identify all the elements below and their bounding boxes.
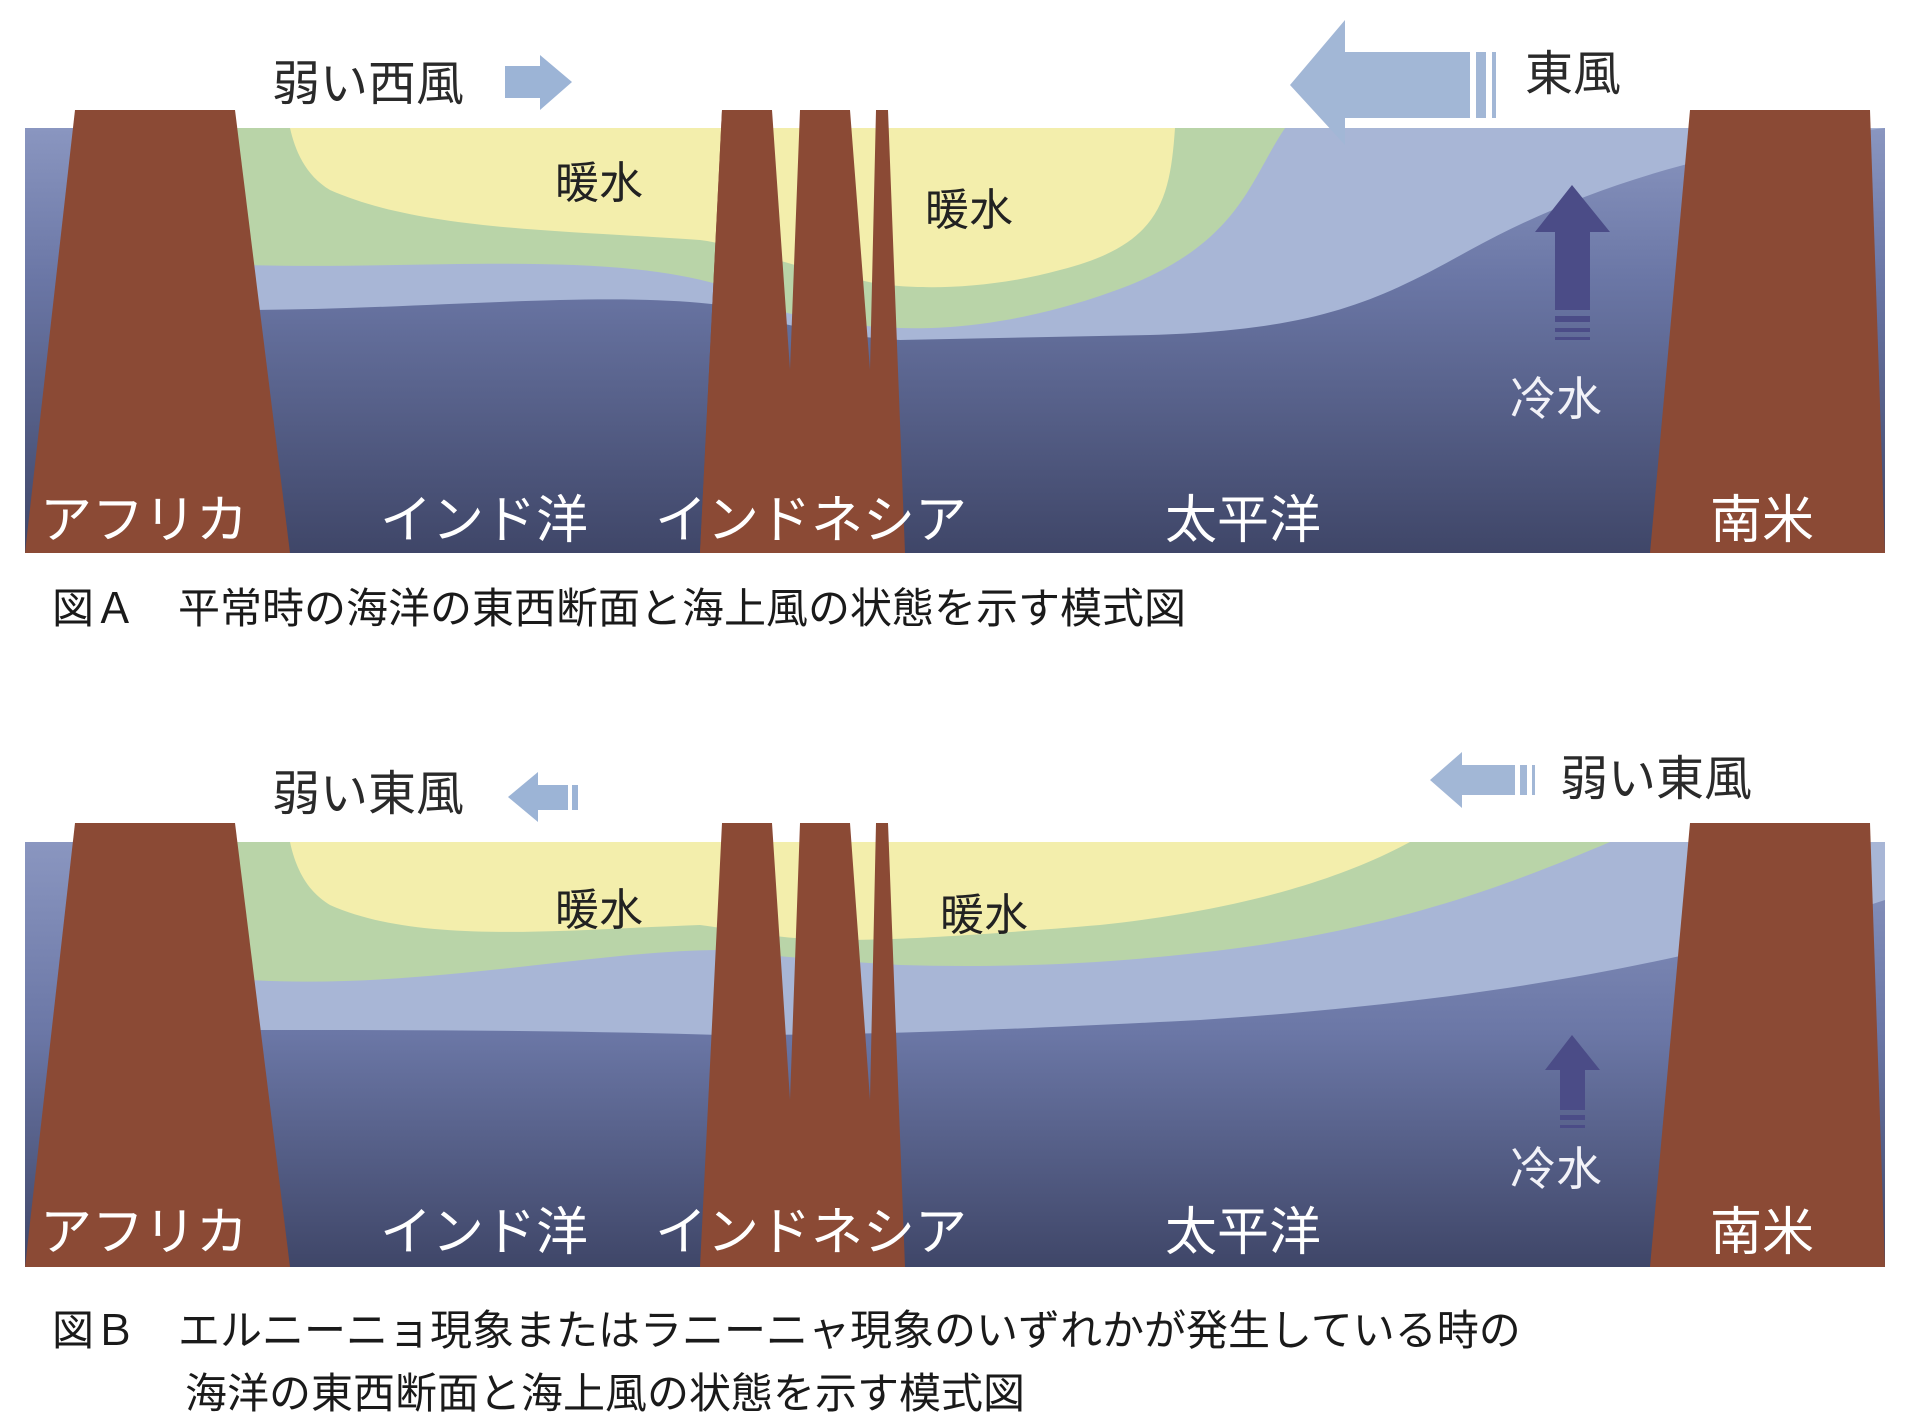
caption-figure-b-line1: 図Ｂ エルニーニョ現象またはラニーニャ現象のいずれかが発生している時の xyxy=(52,1306,1521,1355)
label-pacific-b: 太平洋 xyxy=(1165,1203,1321,1263)
wind-arrow-left-icon-b-1 xyxy=(508,772,578,822)
label-africa-a: アフリカ xyxy=(40,491,248,551)
label-indonesia-a: インドネシア xyxy=(655,491,967,551)
panel-b: アフリカ インド洋 インドネシア 太平洋 南米 暖水 暖水 冷水 弱い東風 弱い… xyxy=(25,751,1885,1267)
label-wind-left-a: 弱い西風 xyxy=(272,56,464,112)
label-wind-right-a: 東風 xyxy=(1525,46,1621,102)
label-wind-left-b: 弱い東風 xyxy=(272,766,464,822)
wind-arrow-left-icon-b-2 xyxy=(1430,752,1535,808)
label-warm-water-b-2: 暖水 xyxy=(940,890,1028,941)
label-indonesia-b: インドネシア xyxy=(655,1203,967,1263)
south-america-landmass-a xyxy=(1650,110,1885,553)
label-africa-b: アフリカ xyxy=(40,1203,248,1263)
wind-arrow-left-icon-a xyxy=(1290,20,1496,145)
label-pacific-a: 太平洋 xyxy=(1165,491,1321,551)
indonesia-islands-a xyxy=(700,110,905,553)
wind-arrow-right-icon-a xyxy=(505,55,572,110)
label-south-america-b: 南米 xyxy=(1710,1203,1814,1263)
upwelling-arrow-icon-a xyxy=(1535,185,1610,340)
africa-landmass-b xyxy=(25,823,290,1267)
label-warm-water-a-1: 暖水 xyxy=(555,158,643,209)
label-indian-ocean-b: インド洋 xyxy=(380,1203,588,1263)
upwelling-arrow-icon-b xyxy=(1545,1035,1600,1128)
caption-figure-b-line2: 海洋の東西断面と海上風の状態を示す模式図 xyxy=(185,1369,1026,1418)
label-cold-water-b: 冷水 xyxy=(1510,1142,1602,1196)
indonesia-islands-b xyxy=(700,823,905,1267)
caption-figure-a: 図Ａ 平常時の海洋の東西断面と海上風の状態を示す模式図 xyxy=(52,584,1187,633)
label-cold-water-a: 冷水 xyxy=(1510,372,1602,426)
label-warm-water-a-2: 暖水 xyxy=(925,185,1013,236)
label-south-america-a: 南米 xyxy=(1710,491,1814,551)
label-indian-ocean-a: インド洋 xyxy=(380,491,588,551)
africa-landmass-a xyxy=(25,110,290,553)
panel-a: アフリカ インド洋 インドネシア 太平洋 南米 暖水 暖水 冷水 弱い西風 東風 xyxy=(25,20,1885,553)
south-america-landmass-b xyxy=(1650,823,1885,1267)
label-wind-right-b: 弱い東風 xyxy=(1560,751,1752,807)
label-warm-water-b-1: 暖水 xyxy=(555,885,643,936)
